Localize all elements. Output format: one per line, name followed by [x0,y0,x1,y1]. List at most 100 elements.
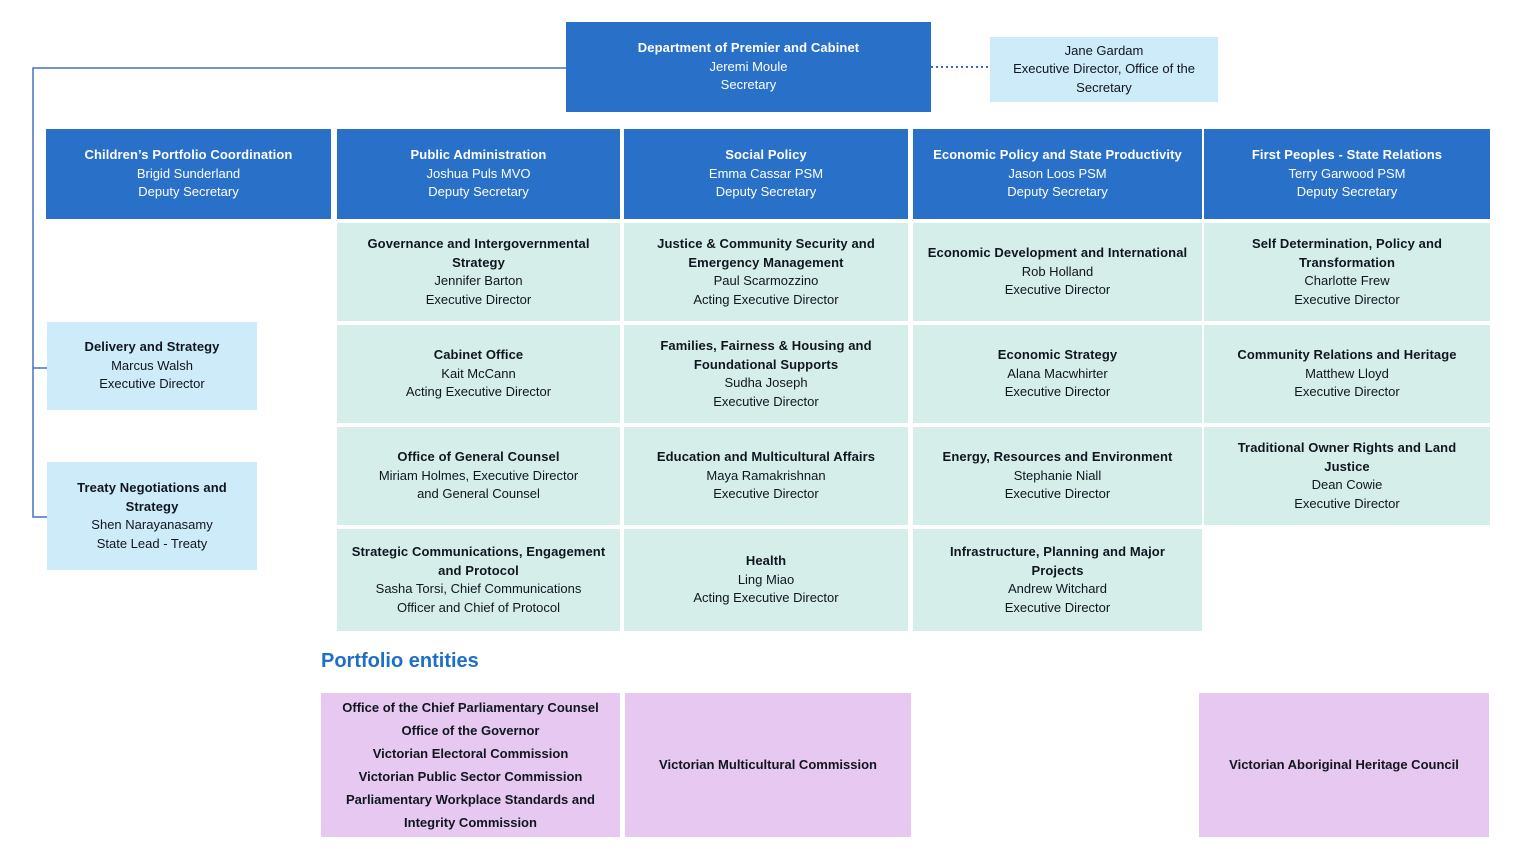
branch-title: Energy, Resources and Environment [942,449,1173,465]
branch-title: Office of General Counsel [397,449,560,465]
branch-name: Andrew Witchard [1008,581,1107,596]
division-title: Economic Policy and State Productivity [933,147,1182,163]
division-lead-role: Deputy Secretary [1296,184,1398,200]
branch-box: Office of General Counsel Miriam Holmes,… [337,427,620,525]
branch-title: Families, Fairness & Housing and Foundat… [660,338,872,372]
branch-role: State Lead - Treaty [96,535,208,551]
portfolio-entity: Victorian Aboriginal Heritage Council [1229,756,1459,772]
division-lead-role: Deputy Secretary [138,184,239,200]
branch-role: Acting Executive Director [405,384,552,400]
division-header: First Peoples - State Relations Terry Ga… [1204,129,1490,219]
portfolio-entity: Victorian Multicultural Commission [659,756,877,772]
branch-title: Governance and Intergovernmental Strateg… [367,236,590,270]
column-first-peoples: First Peoples - State Relations Terry Ga… [1204,129,1490,525]
branch-name: Marcus Walsh [111,357,193,373]
division-lead-name: Terry Garwood PSM [1288,165,1406,181]
portfolio-entity: Parliamentary Workplace Standards and In… [345,792,596,830]
branch-title: Health [745,553,787,569]
branch-title: Community Relations and Heritage [1237,347,1457,363]
portfolio-entities-heading: Portfolio entities [321,650,479,672]
branch-name: Ling Miao [737,571,795,587]
branch-title: Traditional Owner Rights and Land Justic… [1237,440,1457,474]
division-lead-role: Deputy Secretary [715,184,817,200]
branch-name: Kait McCann [441,365,516,381]
portfolio-entity: Victorian Public Sector Commission [358,769,583,784]
division-lead-name: Joshua Puls MVO [426,165,531,181]
portfolio-box-multicultural: Victorian Multicultural Commission [625,693,911,837]
division-lead-name: Brigid Sunderland [136,165,241,181]
column-childrens-portfolio: Children’s Portfolio Coordination Brigid… [46,129,331,219]
branch-box: Self Determination, Policy and Transform… [1204,223,1490,321]
branch-name: Jennifer Barton [434,273,523,288]
branch-title: Treaty Negotiations and Strategy [77,480,227,514]
branch-role: Executive Director [1004,282,1111,298]
column-economic-policy: Economic Policy and State Productivity J… [913,129,1202,631]
branch-name: Sasha Torsi, Chief Communications [375,581,582,596]
division-lead-role: Deputy Secretary [428,184,529,200]
branch-name: Maya Ramakrishnan [706,467,826,483]
branch-title: Delivery and Strategy [84,339,220,355]
root-box-department: Department of Premier and Cabinet Jeremi… [566,22,931,112]
branch-box: Governance and Intergovernmental Strateg… [337,223,620,321]
branch-name: Miriam Holmes, Executive Director [378,467,579,483]
branch-role: Executive Director [1004,599,1111,615]
branch-title: Economic Strategy [997,347,1118,363]
column-public-administration: Public Administration Joshua Puls MVO De… [337,129,620,631]
branch-role: Officer and Chief of Protocol [396,599,561,615]
branch-title: Strategic Communications, Engagement and… [351,544,606,578]
secretary-role: Secretary [720,77,777,93]
branch-title: Self Determination, Policy and Transform… [1251,236,1443,270]
branch-role: Acting Executive Director [693,590,839,606]
branch-role: Executive Director [1294,384,1400,400]
branch-title: Economic Development and International [927,245,1188,261]
branch-box: Strategic Communications, Engagement and… [337,529,620,631]
portfolio-box-aboriginal-heritage: Victorian Aboriginal Heritage Council [1199,693,1489,837]
portfolio-box-parliamentary: Office of the Chief Parliamentary Counse… [321,693,620,837]
branch-role: Executive Director [713,486,819,502]
branch-role: Executive Director [1004,486,1111,502]
branch-name: Matthew Lloyd [1305,365,1389,381]
secretary-name: Jeremi Moule [709,58,788,74]
delivery-strategy-box: Delivery and Strategy Marcus Walsh Execu… [47,322,257,410]
branch-name: Stephanie Niall [1013,467,1102,483]
branch-role: Executive Director [1294,495,1400,511]
division-title: Public Administration [410,147,547,163]
branch-name: Alana Macwhirter [1007,365,1108,381]
division-lead-name: Emma Cassar PSM [708,165,824,181]
branch-box: Justice & Community Security and Emergen… [624,223,908,321]
branch-box: Economic Development and International R… [913,223,1202,321]
oos-name: Jane Gardam [1064,42,1144,58]
branch-name: Charlotte Frew [1304,273,1390,288]
branch-name: Paul Scarmozzino [713,273,819,288]
branch-name: Sudha Joseph [724,375,808,390]
branch-name: Dean Cowie [1311,477,1383,492]
branch-role: Executive Director [1294,291,1400,307]
division-lead-name: Jason Loos PSM [1008,165,1107,181]
division-header: Children’s Portfolio Coordination Brigid… [46,129,331,219]
division-lead-role: Deputy Secretary [1007,184,1108,200]
division-title: Social Policy [725,147,807,163]
branch-box: Infrastructure, Planning and Major Proje… [913,529,1202,631]
branch-name: Shen Narayanasamy [91,517,213,532]
treaty-negotiations-box: Treaty Negotiations and Strategy Shen Na… [47,462,257,570]
division-title: First Peoples - State Relations [1251,147,1443,163]
branch-role: Executive Director [1004,384,1111,400]
office-of-secretary-box: Jane Gardam Executive Director, Office o… [990,37,1218,102]
branch-box: Traditional Owner Rights and Land Justic… [1204,427,1490,525]
portfolio-entity: Victorian Electoral Commission [372,746,569,761]
branch-role: Executive Director [99,376,205,392]
division-title: Children’s Portfolio Coordination [84,147,293,163]
portfolio-entity: Office of the Chief Parliamentary Counse… [342,700,599,715]
division-header: Social Policy Emma Cassar PSM Deputy Sec… [624,129,908,219]
branch-role: Executive Director [713,393,819,409]
branch-title: Infrastructure, Planning and Major Proje… [949,544,1166,578]
branch-role: Executive Director [425,291,532,307]
department-title: Department of Premier and Cabinet [637,40,860,56]
division-header: Public Administration Joshua Puls MVO De… [337,129,620,219]
branch-box: Cabinet Office Kait McCann Acting Execut… [337,325,620,423]
branch-box: Education and Multicultural Affairs Maya… [624,427,908,525]
branch-box: Families, Fairness & Housing and Foundat… [624,325,908,423]
branch-title: Justice & Community Security and Emergen… [657,236,875,270]
oos-role: Executive Director, Office of the Secret… [1013,61,1195,95]
